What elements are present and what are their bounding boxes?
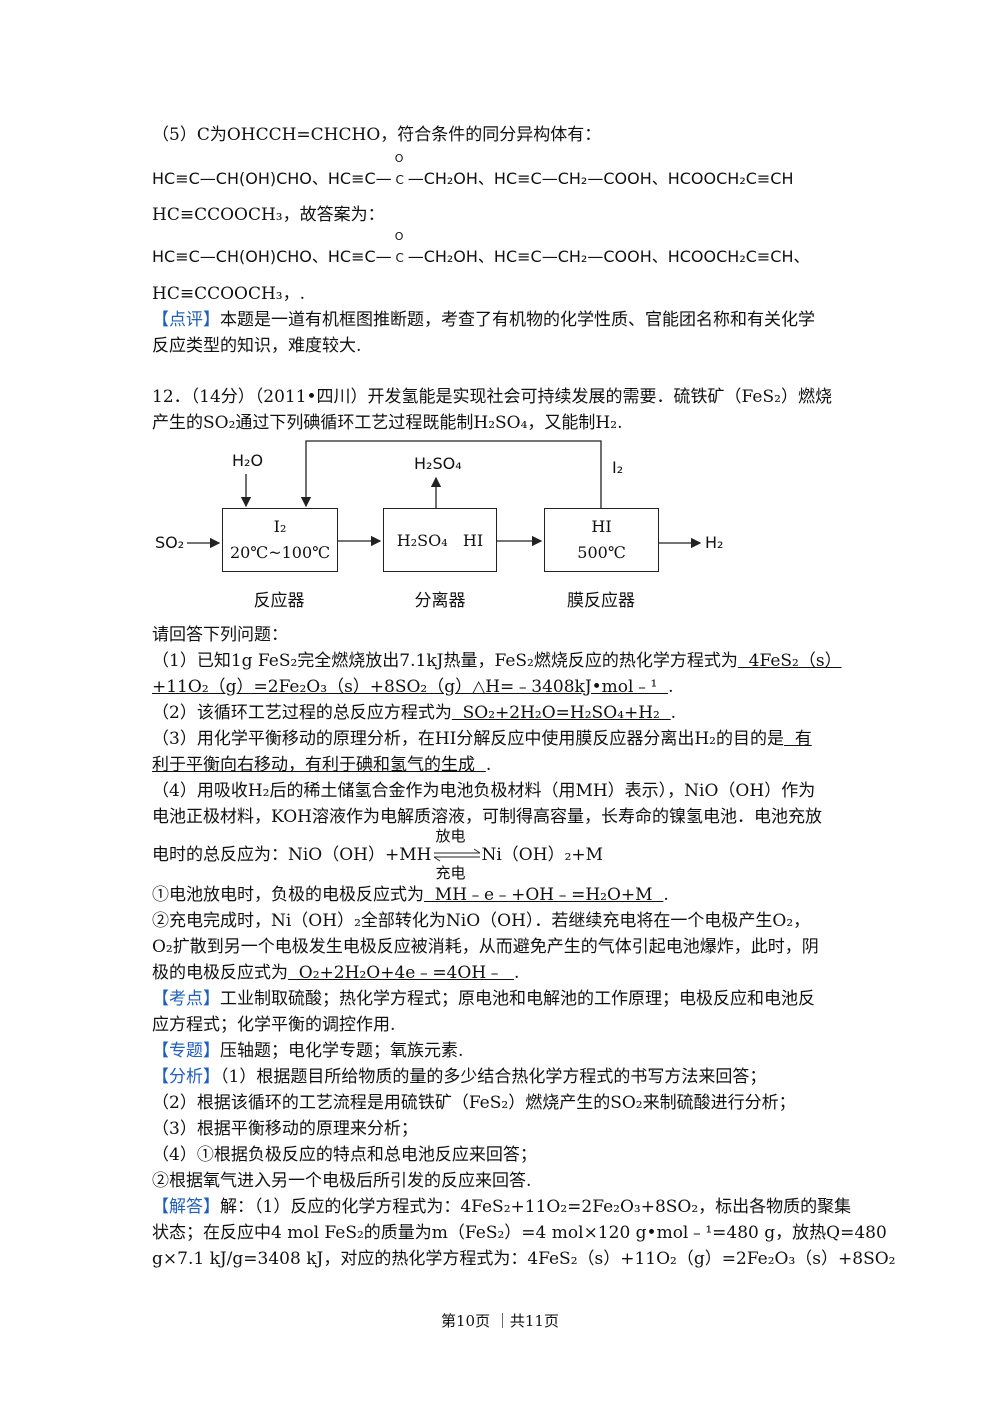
reactor-box: I₂ 20℃~100℃ — [222, 508, 338, 572]
s5-intro: （5）C为OHCCH=CHCHO，符合条件的同分异构体有： — [152, 125, 602, 145]
q4-1-end: . — [663, 885, 669, 905]
questions-prompt: 请回答下列问题： — [152, 625, 288, 645]
fenxi-tag: 【分析】 — [152, 1067, 220, 1087]
q1-line-1: （1）已知1g FeS₂完全燃烧放出7.1kJ热量，FeS₂燃烧反应的热化学方程… — [152, 650, 842, 672]
q4-1-text: ①电池放电时，负极的电极反应式为 — [152, 885, 424, 905]
q4-2-answer: O₂+2H₂O+4e﹣=4OH﹣ — [288, 963, 514, 983]
q3-line-2: 利于平衡向右移动，有利于碘和氢气的生成 . — [152, 754, 491, 776]
label-reactor: 反应器 — [253, 591, 305, 611]
membrane-hi: HI — [591, 517, 612, 536]
label-so2: SO₂ — [155, 533, 185, 552]
jieda-line-1: 【解答】解：（1）反应的化学方程式为：4FeS₂+11O₂=2Fe₂O₃+8SO… — [152, 1196, 851, 1218]
label-membrane-reactor: 膜反应器 — [567, 591, 635, 611]
isomer-2-b: —CH₂OH、HC≡C—CH₂—COOH、HCOOCH₂C≡CH、 — [407, 247, 810, 266]
page-footer: 第10页 ｜共11页 — [441, 1312, 559, 1330]
q4-eq-right: Ni（OH）₂+M — [481, 845, 604, 865]
carbonyl-o-2: O — [394, 230, 404, 243]
q2-line: （2）该循环工艺过程的总反应方程式为 SO₂+2H₂O=H₂SO₄+H₂ . — [152, 702, 676, 724]
q1-answer-a: 4FeS₂（s） — [737, 651, 842, 671]
q4-2-line-1: ②充电完成时，Ni（OH）₂全部转化为NiO（OH）．若继续充电将在一个电极产生… — [152, 911, 811, 931]
membrane-temp: 500℃ — [577, 543, 626, 562]
kaodian-line-1: 【考点】工业制取硫酸；热化学方程式；原电池和电解池的工作原理；电极反应和电池反 — [152, 988, 815, 1010]
q3-text: （3）用化学平衡移动的原理分析，在HI分解反应中使用膜反应器分离出H₂的目的是 — [152, 729, 784, 749]
flow-arrows — [187, 440, 702, 549]
isomer-2-a: HC≡C—CH(OH)CHO、HC≡C— — [152, 247, 392, 266]
q4-line-1: （4）用吸收H₂后的稀土储氢合金作为电池负极材料（用MH）表示），NiO（OH）… — [152, 781, 816, 801]
carbonyl-o: O — [394, 152, 404, 165]
isomer-1-a: HC≡C—CH(OH)CHO、HC≡C— — [152, 169, 392, 188]
q4-2-end: . — [513, 963, 520, 983]
review-line-2: 反应类型的知识，难度较大. — [152, 336, 362, 356]
jieda-line-2: 状态；在反应中4 mol FeS₂的质量为m（FeS₂）=4 mol×120 g… — [152, 1223, 887, 1243]
q4-1-answer: MH﹣e﹣+OH﹣=H₂O+M — [424, 885, 664, 905]
review-tag: 【点评】 — [152, 310, 220, 330]
q3-answer-b: 利于平衡向右移动，有利于碘和氢气的生成 — [152, 755, 486, 775]
jieda-line-3: g×7.1 kJ/g=3408 kJ，对应的热化学方程式为：4FeS₂（s）+1… — [152, 1249, 896, 1269]
label-h2so4-out: H₂SO₄ — [414, 454, 462, 473]
fenxi-line-2: （2）根据该循环的工艺流程是用硫铁矿（FeS₂）燃烧产生的SO₂来制硫酸进行分析… — [152, 1093, 796, 1113]
q4-1-line: ①电池放电时，负极的电极反应式为 MH﹣e﹣+OH﹣=H₂O+M . — [152, 884, 669, 906]
q3-answer-a: 有 — [784, 729, 812, 749]
reversible-arrow: 放电 充电 — [432, 827, 482, 882]
zhuanti-text: 压轴题；电化学专题；氧族元素. — [220, 1041, 464, 1061]
q12-line-1: 12．（14分）（2011•四川）开发氢能是实现社会可持续发展的需要．硫铁矿（F… — [152, 387, 832, 407]
reactor-i2: I₂ — [273, 517, 287, 536]
q4-2-line-2: O₂扩散到另一个电极发生电极反应被消耗，从而避免产生的气体引起电池爆炸，此时，阴 — [152, 937, 819, 957]
fenxi-line-1: 【分析】（1）根据题目所给物质的量的多少结合热化学方程式的书写方法来回答； — [152, 1066, 766, 1088]
q12-line-2: 产生的SO₂通过下列碘循环工艺过程既能制H₂SO₄，又能制H₂. — [152, 413, 623, 433]
membrane-reactor-box: HI 500℃ — [544, 508, 659, 572]
discharge-label: 放电 — [435, 827, 466, 845]
label-separator: 分离器 — [414, 591, 466, 611]
fenxi-line-3: （3）根据平衡移动的原理来分析； — [152, 1119, 418, 1139]
charge-label: 充电 — [435, 864, 466, 882]
s5-line3: HC≡CCOOCH₃，故答案为： — [152, 205, 385, 225]
zhuanti-tag: 【专题】 — [152, 1041, 220, 1061]
equilibrium-arrows — [433, 848, 480, 862]
label-h2o: H₂O — [232, 451, 264, 470]
q1-answer-b: +11O₂（g）=2Fe₂O₃（s）+8SO₂（g）△H=﹣3408kJ•mol… — [152, 677, 669, 697]
q4-eq-left: 电时的总反应为：NiO（OH）+MH — [152, 845, 432, 865]
carbonyl-c-2: C — [395, 251, 404, 265]
jieda-text: 解：（1）反应的化学方程式为：4FeS₂+11O₂=2Fe₂O₃+8SO₂，标出… — [220, 1197, 852, 1217]
q4-2-text: 极的电极反应式为 — [152, 963, 288, 983]
kaodian-tag: 【考点】 — [152, 989, 220, 1009]
jieda-tag: 【解答】 — [152, 1197, 220, 1217]
arrow-i2-recycle — [300, 440, 602, 509]
label-h2-out: H₂ — [705, 533, 724, 552]
zhuanti-line: 【专题】压轴题；电化学专题；氧族元素. — [152, 1040, 463, 1062]
q1-text: （1）已知1g FeS₂完全燃烧放出7.1kJ热量，FeS₂燃烧反应的热化学方程… — [152, 651, 738, 671]
review-text: 本题是一道有机框图推断题，考查了有机物的化学性质、官能团名称和有关化学 — [220, 310, 815, 330]
q4-line-3: 电时的总反应为：NiO（OH）+MH 放电 充电 Ni（OH）₂+M — [152, 827, 604, 882]
reactor-temp: 20℃~100℃ — [229, 543, 331, 562]
q2-end: . — [670, 703, 677, 723]
carbonyl-c: C — [395, 173, 404, 187]
kaodian-line-2: 应方程式；化学平衡的调控作用. — [152, 1015, 396, 1035]
label-i2-return: I₂ — [612, 458, 624, 477]
fenxi-line-4: （4）①根据负极反应的特点和总电池反应来回答； — [152, 1145, 537, 1165]
isomer-1-b: —CH₂OH、HC≡C—CH₂—COOH、HCOOCH₂C≡CH — [407, 169, 794, 188]
separator-box: H₂SO₄ HI — [383, 508, 497, 572]
q1-end: . — [668, 677, 674, 697]
q2-text: （2）该循环工艺过程的总反应方程式为 — [152, 703, 452, 723]
kaodian-text: 工业制取硫酸；热化学方程式；原电池和电解池的工作原理；电极反应和电池反 — [220, 989, 815, 1009]
q2-answer: SO₂+2H₂O=H₂SO₄+H₂ — [451, 703, 671, 723]
flow-diagram: SO₂ H₂O H₂SO₄ I₂ H₂ I₂ 20℃~100℃ H₂SO₄ HI… — [0, 0, 1000, 620]
review-line-1: 【点评】本题是一道有机框图推断题，考查了有机物的化学性质、官能团名称和有关化学 — [152, 309, 815, 331]
q4-line-2: 电池正极材料，KOH溶液作为电解质溶液，可制得高容量，长寿命的镍氢电池．电池充放 — [152, 807, 823, 827]
q3-line-1: （3）用化学平衡移动的原理分析，在HI分解反应中使用膜反应器分离出H₂的目的是 … — [152, 728, 812, 750]
q1-line-2: +11O₂（g）=2Fe₂O₃（s）+8SO₂（g）△H=﹣3408kJ•mol… — [152, 676, 674, 698]
s5-line5: HC≡CCOOCH₃，. — [152, 284, 306, 304]
fenxi-text: （1）根据题目所给物质的量的多少结合热化学方程式的书写方法来回答； — [220, 1067, 767, 1087]
fenxi-line-5: ②根据氧气进入另一个电极后所引发的反应来回答. — [152, 1171, 532, 1191]
q3-end: . — [485, 755, 492, 775]
q4-2-line-3: 极的电极反应式为 O₂+2H₂O+4e﹣=4OH﹣ . — [152, 962, 519, 984]
separator-contents: H₂SO₄ HI — [396, 531, 484, 550]
